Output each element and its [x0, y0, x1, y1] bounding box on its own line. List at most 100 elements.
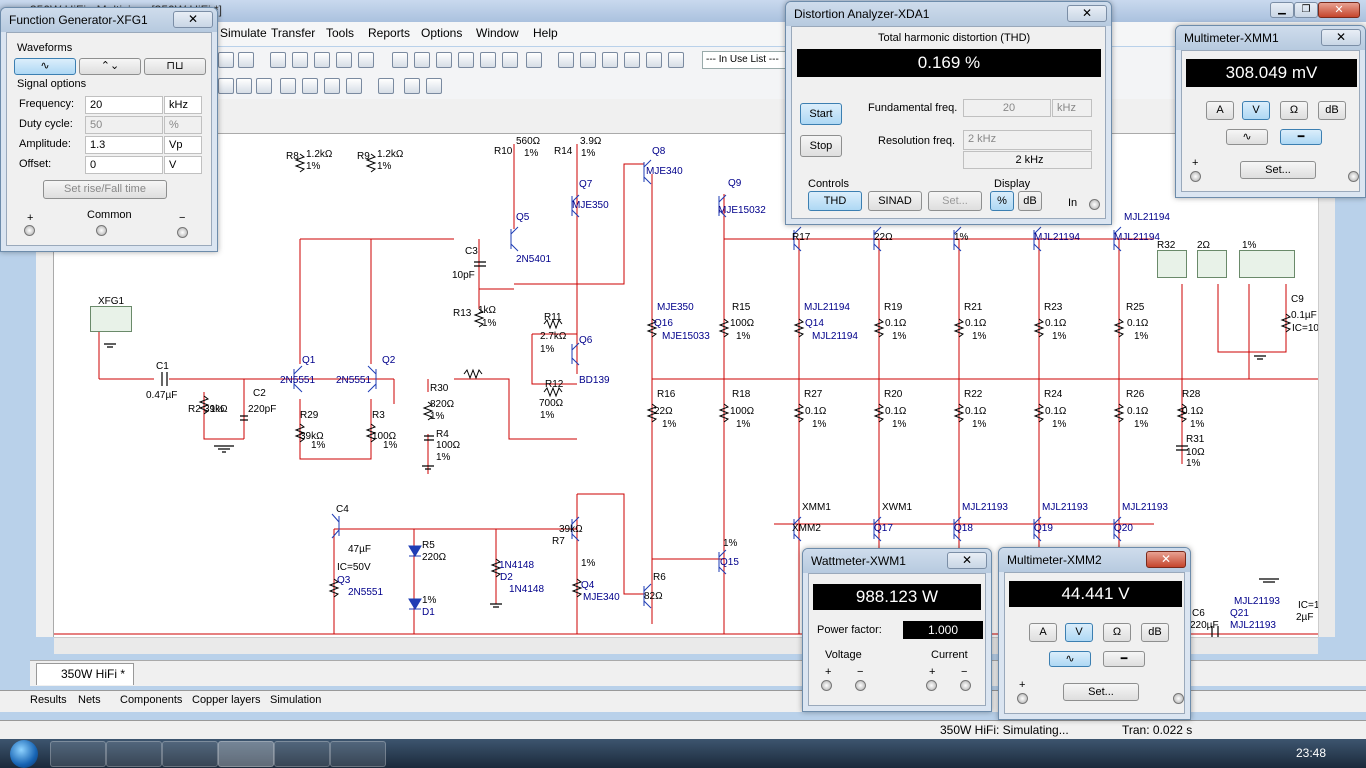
undo-icon[interactable] — [218, 52, 234, 68]
menu-transfer[interactable]: Transfer — [271, 26, 316, 40]
menu-simulate[interactable]: Simulate — [220, 26, 267, 40]
taskbar-chrome-icon[interactable] — [162, 741, 218, 767]
menu-options[interactable]: Options — [421, 26, 463, 40]
xmm2-symbol[interactable] — [1197, 250, 1227, 278]
minimize-button[interactable]: ▁ — [1270, 2, 1294, 18]
tab-components[interactable]: Components — [120, 694, 183, 706]
vertical-scrollbar[interactable] — [1318, 134, 1335, 637]
spreadsheet-icon[interactable] — [436, 52, 452, 68]
fg-offset-input[interactable]: 0 — [85, 156, 163, 174]
taskbar-app2-icon[interactable] — [106, 741, 162, 767]
electrical-rules-icon[interactable] — [580, 52, 596, 68]
breadboard-icon[interactable] — [558, 52, 574, 68]
menu-help[interactable]: Help — [533, 26, 558, 40]
fg-amplitude-input[interactable]: 1.3 — [85, 136, 163, 154]
app-close-button[interactable]: ✕ — [1318, 2, 1360, 18]
mm2-amp-button[interactable]: A — [1029, 623, 1057, 642]
transfer-icon[interactable] — [602, 52, 618, 68]
help-icon[interactable] — [668, 52, 684, 68]
diode-icon[interactable] — [280, 78, 296, 94]
ttl-icon[interactable] — [324, 78, 340, 94]
fg-plus-terminal[interactable] — [24, 225, 35, 236]
da-db-button[interactable]: dB — [1018, 191, 1042, 211]
menu-tools[interactable]: Tools — [326, 26, 355, 40]
da-in-terminal[interactable] — [1089, 199, 1100, 210]
mm2-volt-button[interactable]: V — [1065, 623, 1093, 642]
wm-i-plus-terminal[interactable] — [926, 680, 937, 691]
mm1-set-button[interactable]: Set... — [1240, 161, 1316, 179]
da-sinad-button[interactable]: SINAD — [868, 191, 922, 211]
da-start-button[interactable]: Start — [800, 103, 842, 125]
wave-square-button[interactable]: ⊓⊔ — [144, 58, 206, 75]
design-toolbox-icon[interactable] — [414, 52, 430, 68]
tab-results[interactable]: Results — [30, 694, 67, 706]
fg-offset-unit[interactable]: V — [164, 156, 202, 174]
mm2-minus-terminal[interactable] — [1173, 693, 1184, 704]
mm1-ohm-button[interactable]: Ω — [1280, 101, 1308, 120]
basic-icon[interactable] — [236, 78, 252, 94]
source-icon[interactable] — [218, 78, 234, 94]
zoom-out-icon[interactable] — [314, 52, 330, 68]
wm-close-button[interactable]: ✕ — [947, 552, 987, 569]
bus-icon[interactable] — [378, 78, 394, 94]
da-percent-button[interactable]: % — [990, 191, 1014, 211]
menu-window[interactable]: Window — [476, 26, 519, 40]
mm1-db-button[interactable]: dB — [1318, 101, 1346, 120]
grid-icon[interactable] — [458, 52, 474, 68]
wm-v-minus-terminal[interactable] — [855, 680, 866, 691]
start-orb-icon[interactable] — [10, 740, 38, 768]
antenna-icon[interactable] — [302, 78, 318, 94]
restore-button[interactable]: ❐ — [1294, 2, 1318, 18]
redo-icon[interactable] — [238, 52, 254, 68]
fg-minus-terminal[interactable] — [177, 227, 188, 238]
taskbar-explorer-icon[interactable] — [50, 741, 106, 767]
mm1-close-button[interactable]: ✕ — [1321, 29, 1361, 46]
tab-copper-layers[interactable]: Copper layers — [192, 694, 261, 706]
find-icon[interactable] — [392, 52, 408, 68]
mm2-ohm-button[interactable]: Ω — [1103, 623, 1131, 642]
component-icon[interactable] — [480, 52, 496, 68]
da-stop-button[interactable]: Stop — [800, 135, 842, 157]
da-close-button[interactable]: ✕ — [1067, 5, 1107, 22]
taskbar-multisim-icon[interactable] — [218, 741, 274, 767]
xwm1-symbol[interactable] — [1239, 250, 1295, 278]
mm1-plus-terminal[interactable] — [1190, 171, 1201, 182]
mm1-volt-button[interactable]: V — [1242, 101, 1270, 120]
xfg1-symbol[interactable] — [90, 306, 132, 332]
misc-icon[interactable] — [256, 78, 272, 94]
zoom-in-icon[interactable] — [292, 52, 308, 68]
wire-icon[interactable] — [426, 78, 442, 94]
mm1-minus-terminal[interactable] — [1348, 171, 1359, 182]
mm2-db-button[interactable]: dB — [1141, 623, 1169, 642]
mm2-dc-button[interactable]: ━ — [1103, 651, 1145, 667]
tab-350w-hifi[interactable]: 350W HiFi * — [36, 663, 135, 685]
hierarchical-icon[interactable] — [404, 78, 420, 94]
backannotate-icon[interactable] — [624, 52, 640, 68]
zoom-fit-icon[interactable] — [358, 52, 374, 68]
wave-sine-button[interactable]: ∿ — [14, 58, 76, 75]
mm2-plus-terminal[interactable] — [1017, 693, 1028, 704]
fg-frequency-input[interactable]: 20 — [85, 96, 163, 114]
xmm1-symbol[interactable] — [1157, 250, 1187, 278]
mm1-amp-button[interactable]: A — [1206, 101, 1234, 120]
in-use-list-select[interactable]: --- In Use List --- — [702, 51, 790, 69]
taskbar-app6-icon[interactable] — [330, 741, 386, 767]
forward-annotate-icon[interactable] — [646, 52, 662, 68]
fg-amplitude-unit[interactable]: Vp — [164, 136, 202, 154]
mm2-ac-button[interactable]: ∿ — [1049, 651, 1091, 667]
fg-close-button[interactable]: ✕ — [173, 11, 213, 28]
rf-icon[interactable] — [346, 78, 362, 94]
fg-common-terminal[interactable] — [96, 225, 107, 236]
wm-v-plus-terminal[interactable] — [821, 680, 832, 691]
mm1-ac-button[interactable]: ∿ — [1226, 129, 1268, 145]
fullscreen-icon[interactable] — [270, 52, 286, 68]
postprocessor-icon[interactable] — [502, 52, 518, 68]
mm2-set-button[interactable]: Set... — [1063, 683, 1139, 701]
menu-reports[interactable]: Reports — [368, 26, 411, 40]
taskbar-app5-icon[interactable] — [274, 741, 330, 767]
analysis-icon[interactable] — [526, 52, 542, 68]
wm-i-minus-terminal[interactable] — [960, 680, 971, 691]
fg-frequency-unit[interactable]: kHz — [164, 96, 202, 114]
mm2-close-button[interactable]: ✕ — [1146, 551, 1186, 568]
zoom-area-icon[interactable] — [336, 52, 352, 68]
